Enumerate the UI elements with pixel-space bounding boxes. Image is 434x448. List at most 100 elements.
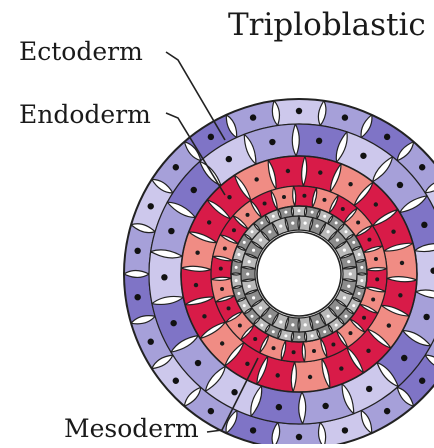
endoderm-cell-nucleus	[343, 296, 346, 299]
endoderm-cell-nucleus	[291, 221, 294, 224]
ectoderm-cell-nucleus	[134, 248, 140, 254]
ectoderm-cell-nucleus	[342, 427, 348, 433]
mesoderm-cell-nucleus	[387, 323, 391, 327]
endoderm-cell-nucleus	[352, 241, 355, 244]
mesoderm-cell-nucleus	[238, 323, 242, 327]
endoderm-cell-nucleus	[335, 324, 338, 327]
mesoderm-cell-nucleus	[292, 350, 296, 354]
ectoderm-cell-nucleus	[148, 339, 154, 345]
endoderm-cell-nucleus	[327, 315, 330, 318]
mesoderm-cell-nucleus	[223, 247, 227, 251]
mesoderm-cell-nucleus	[331, 342, 335, 346]
mesoderm-cell-nucleus	[339, 366, 343, 370]
ectoderm-cell-nucleus	[148, 203, 154, 209]
endoderm-cell-nucleus	[284, 211, 287, 214]
endoderm-cell-nucleus	[298, 336, 301, 339]
endoderm-cell-nucleus	[298, 209, 301, 212]
mesoderm-cell-nucleus	[246, 213, 250, 217]
ectoderm-cell-nucleus	[173, 378, 179, 384]
ectoderm-label: Ectoderm	[19, 39, 143, 64]
mesoderm-cell-nucleus	[275, 373, 279, 377]
mesoderm-cell-nucleus	[286, 169, 290, 173]
ectoderm-cell-nucleus	[231, 389, 237, 395]
endoderm-cell-nucleus	[349, 272, 352, 275]
endoderm-cell-nucleus	[272, 215, 275, 218]
endoderm-cell-nucleus	[344, 230, 347, 233]
endoderm-cell-nucleus	[252, 249, 255, 252]
endoderm-cell-nucleus	[235, 279, 238, 282]
mesoderm-label: Mesoderm	[64, 416, 199, 441]
mesoderm-cell-nucleus	[375, 277, 379, 281]
mesoderm-cell-nucleus	[202, 314, 206, 318]
endoderm-cell-nucleus	[352, 304, 355, 307]
mesoderm-cell-nucleus	[207, 220, 211, 224]
endoderm-cell-nucleus	[279, 224, 282, 227]
ectoderm-cell-nucleus	[296, 434, 302, 440]
endoderm-cell-nucleus	[344, 315, 347, 318]
mesoderm-cell-nucleus	[322, 198, 326, 202]
mesoderm-cell-nucleus	[348, 182, 352, 186]
mesoderm-cell-nucleus	[312, 349, 316, 353]
endoderm-cell-nucleus	[358, 292, 361, 295]
endoderm-cell-nucleus	[235, 266, 238, 269]
endoderm-cell-nucleus	[347, 260, 350, 263]
endoderm-cell-nucleus	[316, 224, 319, 227]
endoderm-cell-nucleus	[360, 279, 363, 282]
mesoderm-cell-nucleus	[398, 293, 402, 297]
endoderm-cell-nucleus	[323, 330, 326, 333]
mesoderm-cell-nucleus	[371, 297, 375, 301]
ectoderm-cell-nucleus	[296, 108, 302, 114]
ectoderm-cell-nucleus	[419, 164, 425, 170]
mesoderm-cell-nucleus	[302, 194, 306, 198]
endoderm-cell-nucleus	[316, 320, 319, 323]
ectoderm-cell-nucleus	[423, 314, 429, 320]
mesoderm-cell-nucleus	[245, 362, 249, 366]
ectoderm-cell-nucleus	[384, 408, 390, 414]
endoderm-cell-nucleus	[248, 260, 251, 263]
mesoderm-cell-nucleus	[220, 341, 224, 345]
ectoderm-cell-nucleus	[421, 222, 427, 228]
endoderm-cell-nucleus	[336, 306, 339, 309]
endoderm-cell-nucleus	[323, 215, 326, 218]
mesoderm-cell-nucleus	[374, 202, 378, 206]
endoderm-cell-nucleus	[358, 253, 361, 256]
ectoderm-cell-nucleus	[208, 408, 214, 414]
ectoderm-cell-nucleus	[384, 134, 390, 140]
ectoderm-cell-nucleus	[168, 228, 174, 234]
mesoderm-cell-nucleus	[391, 229, 395, 233]
endoderm-cell-nucleus	[336, 238, 339, 241]
endoderm-cell-nucleus	[248, 285, 251, 288]
endoderm-cell-nucleus	[304, 323, 307, 326]
mesoderm-cell-nucleus	[219, 267, 223, 271]
ectoderm-cell-nucleus	[419, 378, 425, 384]
endoderm-cell-nucleus	[335, 221, 338, 224]
ectoderm-cell-nucleus	[397, 182, 403, 188]
mesoderm-cell-nucleus	[195, 250, 199, 254]
endoderm-cell-nucleus	[279, 320, 282, 323]
mesoderm-cell-nucleus	[366, 349, 370, 353]
mesoderm-cell-nucleus	[367, 238, 371, 242]
ectoderm-cell-nucleus	[195, 360, 201, 366]
endoderm-cell-nucleus	[311, 211, 314, 214]
endoderm-cell-nucleus	[243, 241, 246, 244]
ectoderm-cell-nucleus	[226, 156, 232, 162]
ectoderm-cell-nucleus	[250, 427, 256, 433]
lumen	[257, 232, 341, 316]
endoderm-cell-nucleus	[304, 221, 307, 224]
endoderm-cell-nucleus	[259, 238, 262, 241]
endoderm-cell-nucleus	[347, 285, 350, 288]
endoderm-cell-nucleus	[252, 296, 255, 299]
mesoderm-cell-nucleus	[362, 316, 366, 320]
endoderm-cell-nucleus	[237, 253, 240, 256]
endoderm-cell-nucleus	[311, 334, 314, 337]
mesoderm-cell-nucleus	[263, 202, 267, 206]
endoderm-cell-nucleus	[243, 304, 246, 307]
endoderm-cell-nucleus	[268, 230, 271, 233]
mesoderm-cell-nucleus	[348, 331, 352, 335]
endoderm-cell-nucleus	[259, 306, 262, 309]
endoderm-cell-nucleus	[268, 315, 271, 318]
ectoderm-cell-nucleus	[366, 386, 372, 392]
endoderm-cell-nucleus	[272, 330, 275, 333]
